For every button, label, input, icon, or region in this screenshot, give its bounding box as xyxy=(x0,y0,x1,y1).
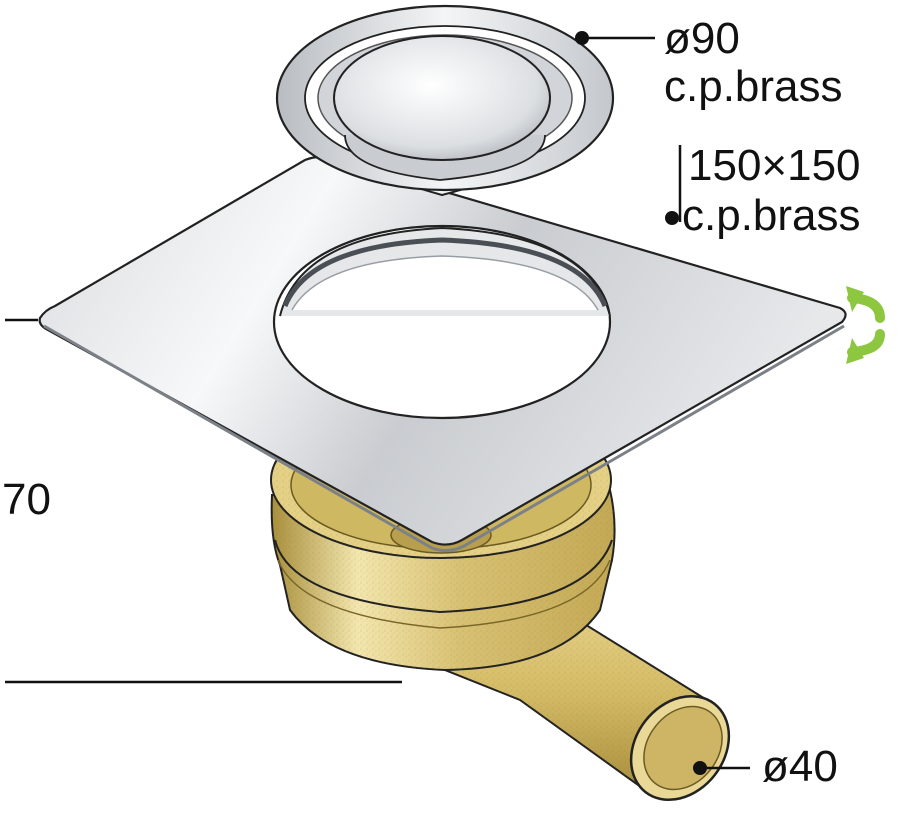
height-dimension xyxy=(5,318,402,684)
plate-leader xyxy=(665,145,682,225)
height-label: 70 xyxy=(2,475,51,524)
rotate-arrows-icon xyxy=(846,286,885,364)
grate-material-label: c.p.brass xyxy=(664,62,843,111)
plate-material-label: c.p.brass xyxy=(682,191,861,240)
round-grate xyxy=(275,4,615,197)
plate-size-label: 150×150 xyxy=(688,141,861,190)
square-plate xyxy=(38,155,847,553)
grate-leader xyxy=(575,31,655,45)
outlet-diameter-label: ø40 xyxy=(762,742,838,791)
grate-diameter-label: ø90 xyxy=(664,14,740,63)
outlet-leader xyxy=(693,761,750,775)
